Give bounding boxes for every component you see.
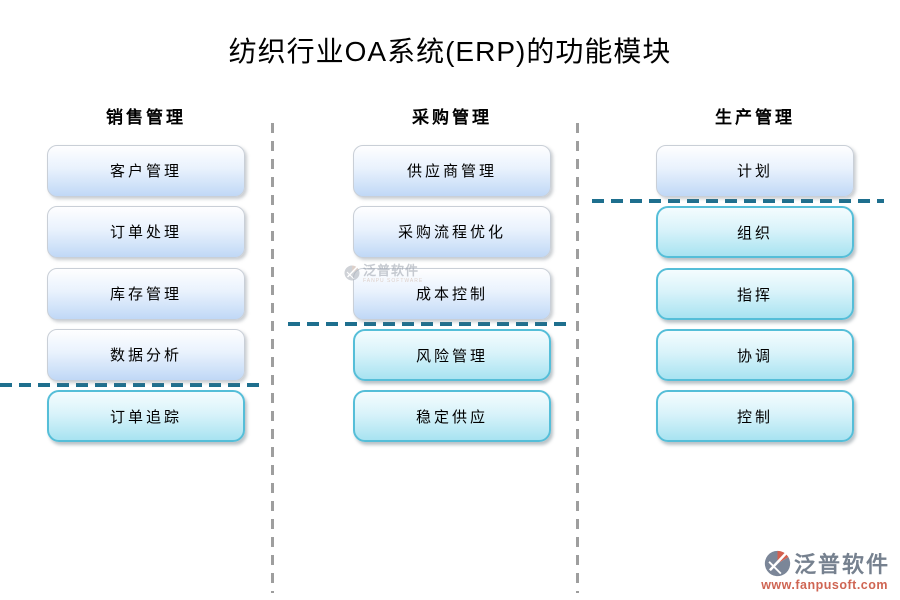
module-box: 数据分析 (47, 329, 245, 382)
column-header: 销售管理 (106, 108, 186, 127)
column-header: 生产管理 (715, 108, 795, 127)
fanpu-swirl-icon (344, 265, 360, 281)
column-sales-management: 销售管理 客户管理订单处理库存管理数据分析订单追踪 (47, 106, 245, 452)
brand-logo: 泛普软件 www.fanpusoft.com (761, 547, 890, 592)
module-box: 成本控制 (353, 267, 551, 320)
module-box: 指挥 (656, 267, 854, 320)
module-box: 稳定供应 (353, 390, 551, 443)
column-header: 采购管理 (412, 108, 492, 127)
center-watermark: 泛普软件 FANPU SOFTWARE (344, 264, 423, 284)
module-box: 客户管理 (47, 145, 245, 197)
diagram-title: 纺织行业OA系统(ERP)的功能模块 (228, 36, 672, 67)
module-box: 供应商管理 (353, 145, 551, 197)
watermark-subtext: FANPU SOFTWARE (363, 278, 424, 284)
module-box: 订单处理 (47, 206, 245, 259)
module-box: 协调 (656, 329, 854, 382)
module-box-list: 供应商管理采购流程优化成本控制风险管理稳定供应 (353, 145, 551, 443)
watermark-name: 泛普软件 (363, 263, 420, 278)
module-box: 组织 (656, 206, 854, 259)
column-purchase-management: 采购管理 供应商管理采购流程优化成本控制风险管理稳定供应 (353, 106, 551, 452)
fanpu-swirl-icon (764, 550, 791, 576)
module-box: 库存管理 (47, 267, 245, 320)
module-box-list: 客户管理订单处理库存管理数据分析订单追踪 (47, 145, 245, 443)
phase-divider-line-sales (0, 383, 264, 387)
column-separator-line-2 (576, 123, 579, 593)
module-box: 采购流程优化 (353, 206, 551, 259)
module-box: 计划 (656, 145, 854, 197)
module-box: 控制 (656, 390, 854, 443)
column-production-management: 生产管理 计划组织指挥协调控制 (656, 106, 854, 452)
brand-row: 泛普软件 (764, 547, 890, 579)
module-box-list: 计划组织指挥协调控制 (656, 145, 854, 443)
module-box: 风险管理 (353, 329, 551, 382)
phase-divider-line-purchase (288, 322, 568, 326)
module-box: 订单追踪 (47, 390, 245, 443)
brand-url: www.fanpusoft.com (761, 578, 888, 592)
phase-divider-line-production (592, 199, 884, 203)
brand-name: 泛普软件 (793, 552, 890, 577)
column-separator-line-1 (271, 123, 274, 593)
